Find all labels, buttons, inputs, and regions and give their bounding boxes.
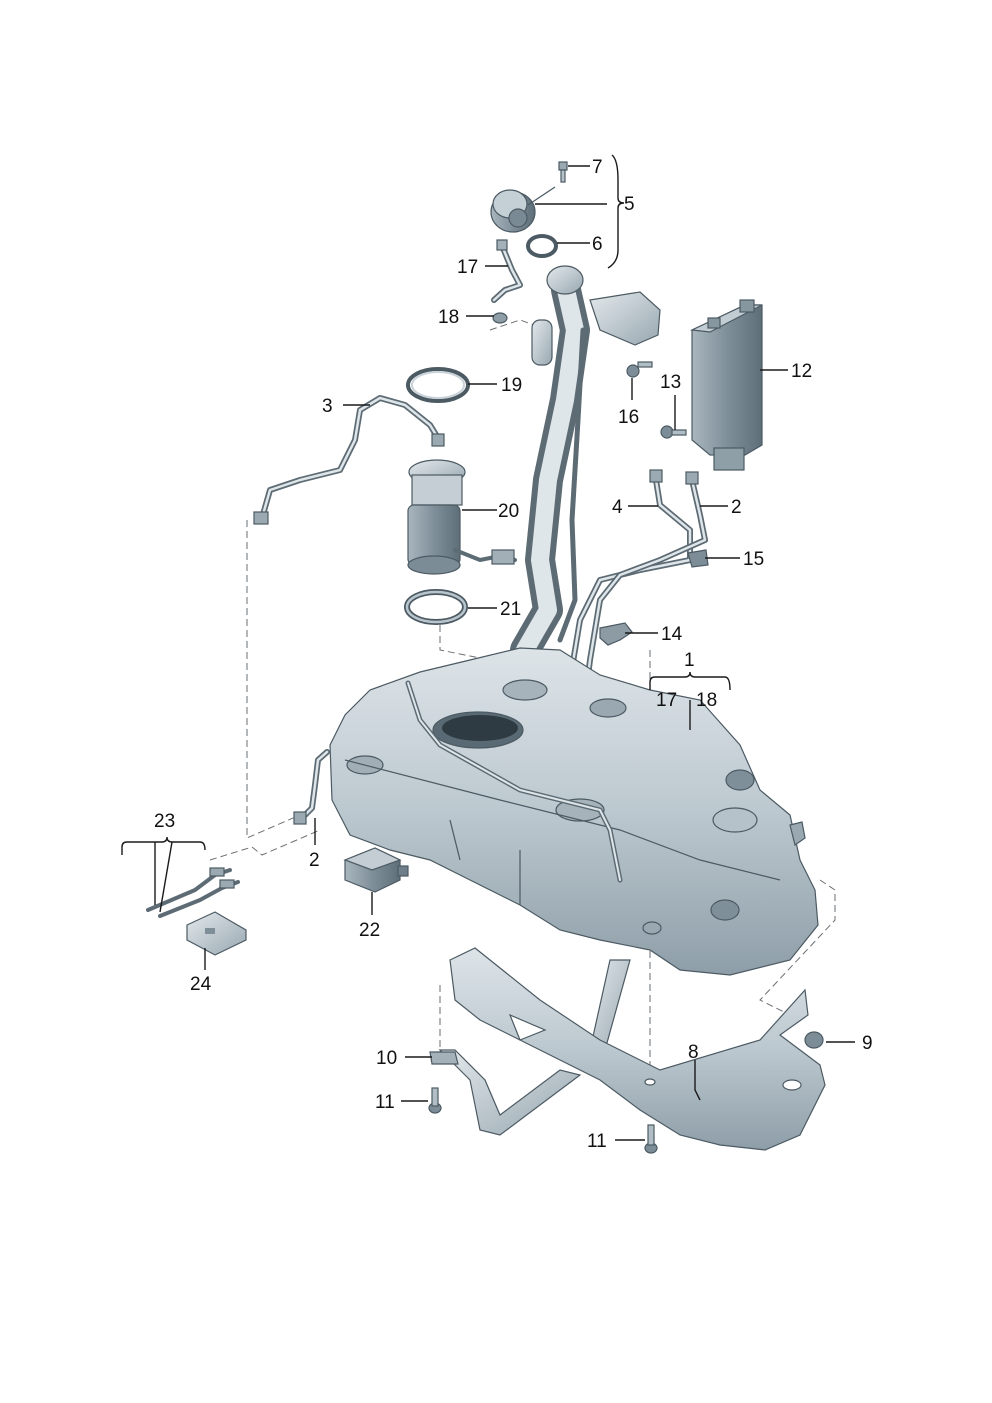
clip-15 [687,549,709,568]
line-tank-top [405,680,623,883]
callout-22: 22 [359,920,380,941]
callout-8: 8 [688,1042,699,1063]
fuel-tank [329,647,819,976]
callout-11-right: 11 [587,1131,607,1152]
bolt-11a [428,1087,442,1114]
fuel-pump-module [407,459,517,575]
lock-ring [406,367,470,403]
line-2-lower [293,749,330,825]
callout-17-top: 17 [457,257,478,278]
bracket-24 [186,911,247,956]
grommet-18 [492,312,508,324]
callout-17-tank: 17 [656,690,677,711]
callout-2-upper: 2 [731,497,742,518]
vent-hose [491,239,523,303]
callout-16: 16 [618,407,639,428]
callout-19: 19 [501,375,522,396]
control-unit [343,847,409,893]
callout-14: 14 [661,624,683,645]
clip-14 [599,622,633,646]
bolt-11b [644,1124,658,1154]
leader-lines [121,154,855,1141]
callout-9: 9 [862,1033,873,1054]
cap-bolt [558,161,568,183]
callout-labels: 7 5 6 17 18 12 13 16 19 3 20 4 2 15 21 1… [154,157,873,1152]
strap-bracket-10 [429,1051,459,1065]
callout-24: 24 [190,974,212,995]
callout-5: 5 [624,194,635,215]
callout-20: 20 [498,501,519,522]
callout-13: 13 [660,372,681,393]
filler-cap [490,186,556,233]
callout-23: 23 [154,811,175,832]
callout-18-tank: 18 [696,690,717,711]
seal-ring-6 [526,234,558,258]
callout-12: 12 [791,361,812,382]
callout-2-lower: 2 [309,850,320,871]
filler-neck [510,265,661,665]
heat-shield [449,947,826,1151]
callout-15: 15 [743,549,764,570]
callout-1: 1 [684,650,695,671]
callout-11-left: 11 [375,1092,395,1113]
callout-10: 10 [376,1048,397,1069]
seal-ring-21 [404,589,468,625]
bolt-13 [660,425,687,439]
supply-line-3 [253,395,445,525]
callout-21: 21 [500,599,521,620]
nut-9 [804,1031,824,1049]
callout-6: 6 [592,234,603,255]
callout-7: 7 [592,157,603,178]
bolt-16 [626,361,653,378]
hose-set [146,867,240,918]
callout-3: 3 [322,396,333,417]
callout-18-top: 18 [438,307,459,328]
carbon-canister [689,299,763,471]
callout-4: 4 [612,497,623,518]
